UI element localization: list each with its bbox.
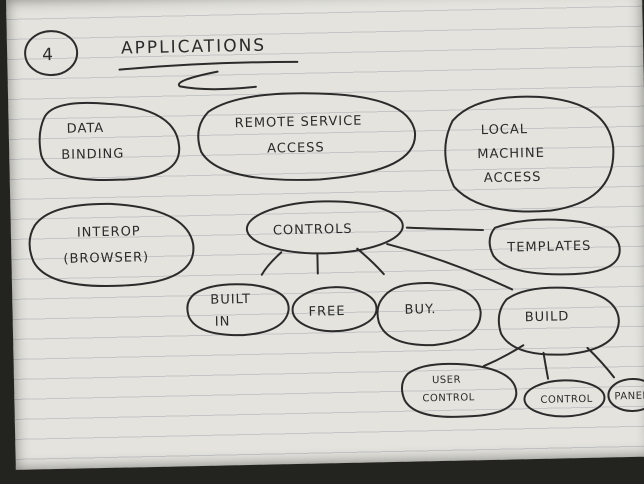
node-control: CONTROL — [523, 379, 606, 418]
node-buy-outline — [376, 282, 482, 347]
page-number: 4 — [24, 30, 79, 77]
node-data-binding-line2: BINDING — [61, 147, 124, 163]
node-controls-text: CONTROLS — [273, 222, 353, 239]
node-interop-browser: INTEROP (BROWSER) — [28, 202, 195, 288]
node-control-text: CONTROL — [540, 394, 593, 406]
node-built-in: BUILT IN — [186, 283, 290, 337]
node-templates: TEMPLATES — [488, 218, 621, 276]
node-built-in-line2: IN — [215, 314, 231, 329]
connector-controls-templates — [405, 226, 484, 232]
mind-map-diagram: 4 APPLICATIONS DATA BINDING REMOTE SERVI… — [24, 30, 644, 418]
node-templates-outline — [488, 218, 621, 276]
node-interop-browser-line1: INTEROP — [77, 224, 141, 240]
node-free-outline — [291, 286, 378, 333]
node-build-text: BUILD — [525, 309, 570, 325]
node-interop-browser-line2: (BROWSER) — [63, 250, 149, 267]
node-control-outline — [523, 379, 606, 418]
page-title: APPLICATIONS — [118, 36, 299, 91]
connector-build-user-control — [482, 344, 525, 368]
node-local-machine-access-outline — [444, 95, 615, 213]
page-number-text: 4 — [42, 45, 55, 65]
notebook-page: 4 APPLICATIONS DATA BINDING REMOTE SERVI… — [6, 0, 644, 470]
node-build-outline — [497, 286, 620, 356]
node-built-in-outline — [186, 283, 290, 337]
node-data-binding-outline — [38, 101, 181, 182]
node-interop-browser-outline — [28, 202, 195, 288]
node-build: BUILD — [497, 286, 620, 356]
node-data-binding: DATA BINDING — [38, 101, 181, 182]
node-local-machine-access: LOCAL MACHINE ACCESS — [444, 95, 615, 213]
node-panel: PANEL — [607, 377, 644, 412]
node-user-control-line1: USER — [432, 375, 461, 387]
node-controls: CONTROLS — [245, 200, 404, 255]
node-user-control-line2: CONTROL — [422, 392, 475, 404]
connector-controls-buy — [356, 247, 385, 276]
node-local-machine-access-line2: MACHINE — [477, 146, 545, 162]
title-flourish — [177, 70, 257, 91]
connector-controls-built-in — [260, 251, 283, 276]
node-local-machine-access-line3: ACCESS — [484, 170, 542, 186]
connector-build-control — [542, 351, 550, 380]
node-local-machine-access-line1: LOCAL — [481, 122, 529, 138]
connector-controls-build — [386, 243, 514, 291]
node-free-text: FREE — [308, 304, 345, 320]
node-remote-service-access-outline — [197, 92, 416, 181]
node-user-control-outline — [400, 362, 518, 418]
node-built-in-line1: BUILT — [210, 292, 251, 308]
node-buy: BUY. — [376, 282, 482, 347]
node-remote-service-access: REMOTE SERVICE ACCESS — [197, 92, 416, 181]
node-panel-text: PANEL — [614, 391, 644, 403]
node-user-control: USER CONTROL — [400, 362, 518, 418]
page-title-text: APPLICATIONS — [121, 36, 266, 59]
node-panel-outline — [607, 377, 644, 412]
node-data-binding-line1: DATA — [67, 121, 105, 137]
page-number-circle — [24, 30, 79, 77]
node-controls-outline — [245, 200, 404, 255]
title-underline — [118, 60, 299, 71]
node-templates-text: TEMPLATES — [506, 239, 591, 256]
node-remote-service-access-line1: REMOTE SERVICE — [234, 114, 362, 132]
connector-build-panel — [586, 346, 616, 379]
connectors — [260, 226, 616, 380]
node-remote-service-access-line2: ACCESS — [267, 140, 325, 156]
node-buy-text: BUY. — [404, 302, 436, 318]
node-free: FREE — [291, 286, 378, 333]
